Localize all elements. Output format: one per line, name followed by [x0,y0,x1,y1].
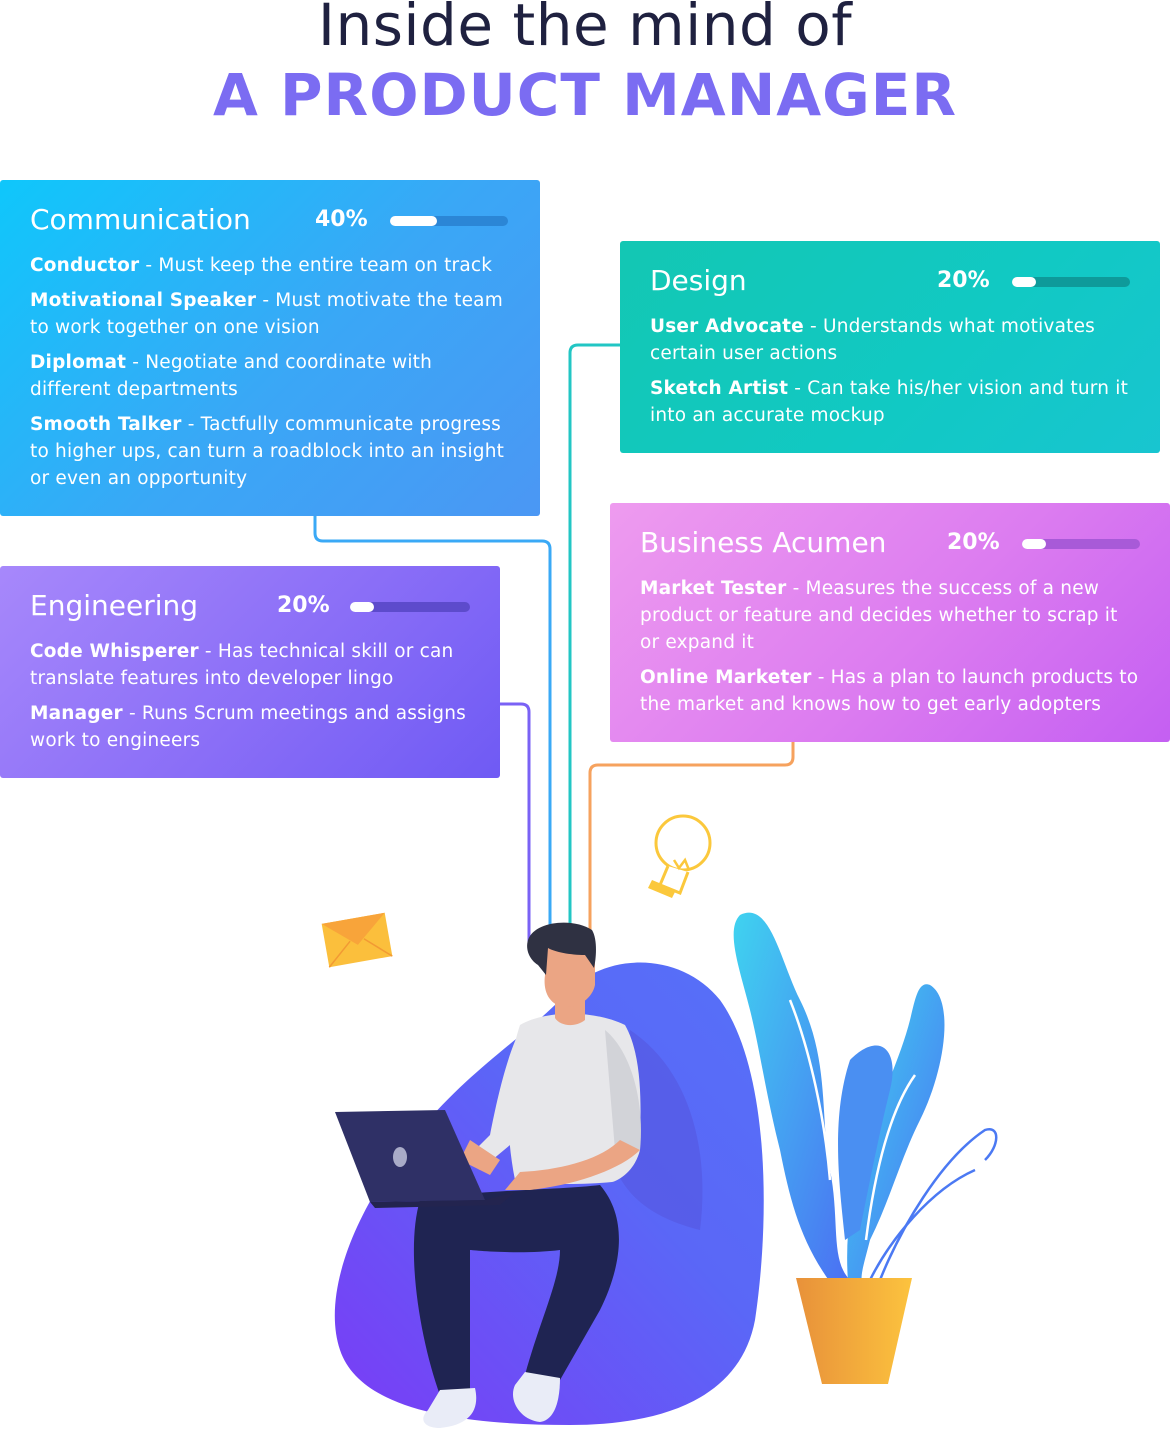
list-item: Conductor - Must keep the entire team on… [30,252,510,279]
card-title: Communication [30,203,251,236]
connector-business [588,742,795,935]
percent-label: 20% [947,530,1000,555]
item-desc: - Tactfully communicate progress to high… [30,414,505,489]
item-desc: - Measures the success of a new product … [640,578,1118,653]
item-term: Manager [30,703,123,724]
progress-bar [1022,539,1140,549]
title-line-2: A PRODUCT MANAGER [212,61,958,129]
item-term: Sketch Artist [650,378,789,399]
card-title: Design [650,264,747,297]
plant-icon [733,912,998,1384]
list-item: Sketch Artist - Can take his/her vision … [650,375,1130,429]
item-desc: - Understands what motivates certain use… [650,316,1095,364]
item-desc: - Has a plan to launch products to the m… [640,667,1139,715]
percent-label: 20% [937,268,990,293]
progress-bar [350,602,470,612]
item-term: Diplomat [30,352,127,373]
item-term: Conductor [30,255,140,276]
progress-fill [350,602,374,612]
list-item: Motivational Speaker - Must motivate the… [30,287,510,341]
item-desc: - Negotiate and coordinate with differen… [30,352,433,400]
list-item: Online Marketer - Has a plan to launch p… [640,664,1140,718]
item-desc: - Has technical skill or can translate f… [30,641,454,689]
lightbulb-icon [648,814,712,898]
item-term: User Advocate [650,316,804,337]
connector-design [568,343,620,930]
list-item: User Advocate - Understands what motivat… [650,313,1130,367]
item-term: Motivational Speaker [30,290,257,311]
list-item: Code Whisperer - Has technical skill or … [30,638,470,692]
item-term: Smooth Talker [30,414,182,435]
percent-label: 40% [315,207,368,232]
communication-card: Communication 40% Conductor - Must keep … [0,180,540,516]
engineering-card: Engineering 20% Code Whisperer - Has tec… [0,566,500,778]
envelope-icon [321,912,393,968]
connector-communication [313,516,552,930]
item-desc: - Must motivate the team to work togethe… [30,290,503,338]
card-title: Engineering [30,589,198,622]
list-item: Manager - Runs Scrum meetings and assign… [30,700,470,754]
progress-fill [1022,539,1046,549]
item-desc: - Can take his/her vision and turn it in… [650,378,1129,426]
progress-bar [390,216,508,226]
item-desc: - Runs Scrum meetings and assigns work t… [30,703,466,751]
item-term: Code Whisperer [30,641,199,662]
connector-engineering [500,702,531,945]
item-term: Online Marketer [640,667,812,688]
item-term: Market Tester [640,578,787,599]
card-title: Business Acumen [640,526,887,559]
list-item: Diplomat - Negotiate and coordinate with… [30,349,510,403]
percent-label: 20% [277,593,330,618]
list-item: Market Tester - Measures the success of … [640,575,1140,656]
title-line-1: Inside the mind of [317,0,853,59]
item-desc: - Must keep the entire team on track [139,255,493,276]
progress-fill [1012,277,1036,287]
laptop-icon [335,1110,515,1208]
list-item: Smooth Talker - Tactfully communicate pr… [30,411,510,492]
business-acumen-card: Business Acumen 20% Market Tester - Meas… [610,503,1170,742]
progress-bar [1012,277,1130,287]
design-card: Design 20% User Advocate - Understands w… [620,241,1160,453]
person-icon [413,922,641,1428]
progress-fill [390,216,438,226]
